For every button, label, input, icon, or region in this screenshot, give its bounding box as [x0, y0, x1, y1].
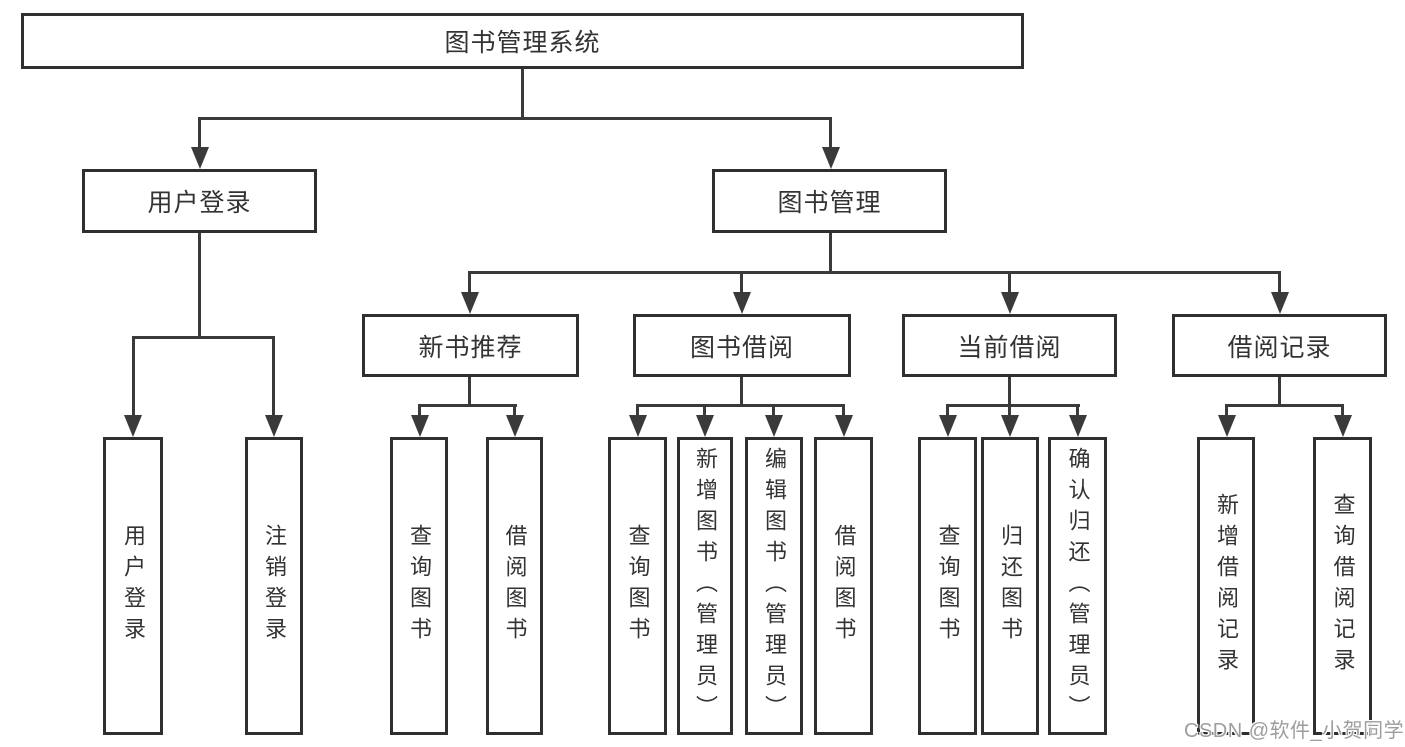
connector-line	[418, 404, 421, 418]
arrowhead-down-icon	[1069, 415, 1087, 437]
connector-line	[1278, 377, 1281, 407]
connector-line	[1225, 404, 1228, 418]
connector-line	[740, 377, 743, 407]
csdn-watermark: CSDN @软件_小贺同学	[1184, 720, 1405, 742]
arrowhead-down-icon	[265, 415, 283, 437]
arrowhead-down-icon	[1001, 292, 1019, 314]
connector-line	[829, 233, 832, 274]
connector-line	[1278, 271, 1281, 295]
connector-line	[198, 233, 201, 339]
arrowhead-down-icon	[124, 415, 142, 437]
node-user-login: 用户登录	[82, 169, 317, 233]
node-new-book-recommendation: 新书推荐	[362, 314, 579, 377]
leaf-confirm-return-admin: 确认归还（管理员）	[1048, 437, 1107, 735]
arrowhead-down-icon	[461, 292, 479, 314]
connector-line	[1341, 404, 1344, 418]
connector-line	[132, 336, 275, 339]
arrowhead-down-icon	[629, 415, 647, 437]
connector-line	[198, 117, 832, 120]
connector-line	[198, 117, 201, 151]
node-book-management: 图书管理	[712, 169, 947, 233]
connector-line	[946, 404, 1080, 407]
connector-line	[1008, 377, 1011, 407]
leaf-user-login: 用户登录	[103, 437, 163, 735]
node-borrowing-records: 借阅记录	[1172, 314, 1387, 377]
connector-line	[272, 336, 275, 418]
arrowhead-down-icon	[835, 415, 853, 437]
connector-line	[829, 117, 832, 151]
arrowhead-down-icon	[191, 147, 209, 169]
connector-line	[521, 69, 524, 120]
connector-line	[513, 404, 516, 418]
arrowhead-down-icon	[1001, 415, 1019, 437]
connector-line	[1076, 404, 1079, 418]
node-current-borrowing: 当前借阅	[902, 314, 1117, 377]
leaf-logout: 注销登录	[245, 437, 303, 735]
connector-line	[636, 404, 639, 418]
connector-line	[842, 404, 845, 418]
connector-line	[772, 404, 775, 418]
leaf-query-books-recommend: 查询图书	[390, 437, 448, 735]
connector-line	[1225, 404, 1344, 407]
connector-line	[468, 271, 1281, 274]
arrowhead-down-icon	[1218, 415, 1236, 437]
leaf-query-borrow-record: 查询借阅记录	[1313, 437, 1372, 735]
arrowhead-down-icon	[822, 147, 840, 169]
arrowhead-down-icon	[411, 415, 429, 437]
connector-line	[468, 271, 471, 295]
connector-line	[468, 377, 471, 407]
leaf-query-books-borrowing: 查询图书	[608, 437, 667, 735]
arrowhead-down-icon	[939, 415, 957, 437]
connector-line	[1008, 271, 1011, 295]
leaf-add-books-admin: 新增图书（管理员）	[677, 437, 733, 735]
leaf-borrow-books-recommend: 借阅图书	[486, 437, 543, 735]
arrowhead-down-icon	[1334, 415, 1352, 437]
connector-line	[132, 336, 135, 418]
connector-line	[418, 404, 517, 407]
arrowhead-down-icon	[696, 415, 714, 437]
connector-line	[636, 404, 845, 407]
arrowhead-down-icon	[733, 292, 751, 314]
leaf-borrow-books: 借阅图书	[814, 437, 873, 735]
leaf-edit-books-admin: 编辑图书（管理员）	[745, 437, 803, 735]
arrowhead-down-icon	[765, 415, 783, 437]
connector-line	[703, 404, 706, 418]
leaf-return-books: 归还图书	[981, 437, 1039, 735]
node-library-management-system: 图书管理系统	[21, 13, 1024, 69]
arrowhead-down-icon	[1271, 292, 1289, 314]
leaf-add-borrow-record: 新增借阅记录	[1197, 437, 1255, 735]
connector-line	[946, 404, 949, 418]
arrowhead-down-icon	[506, 415, 524, 437]
leaf-query-books-current: 查询图书	[918, 437, 977, 735]
connector-line	[740, 271, 743, 295]
node-book-borrowing: 图书借阅	[633, 314, 851, 377]
connector-line	[1008, 404, 1011, 418]
